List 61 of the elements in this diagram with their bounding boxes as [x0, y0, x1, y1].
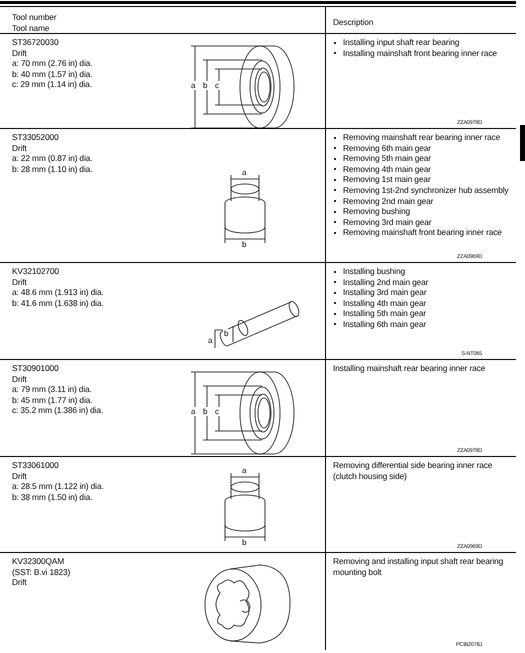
- tool-spec: c: 29 mm (1.14 in) dia.: [12, 79, 93, 90]
- description-item: Removing bushing: [343, 206, 411, 217]
- tool-spec: b: 28 mm (1.10 in) dia.: [12, 164, 94, 174]
- dimension-letter: a: [190, 81, 196, 90]
- tool-spec: Drift: [12, 142, 28, 154]
- tool-spec: Drift: [12, 48, 28, 58]
- dimension-letter: a: [241, 466, 248, 475]
- description-item: Removing 1st main gear: [343, 174, 432, 185]
- dimension-letter: b: [223, 329, 230, 338]
- tool-spec: b: 45 mm (1.77 in) dia.: [12, 394, 94, 406]
- description-text: Installing mainshaft rear bearing inner race: [333, 363, 486, 374]
- description-text: Removing differential side bearing inner race (clutch housing side): [333, 460, 494, 482]
- tool-spec: b: 40 mm (1.57 in) dia.: [12, 68, 94, 80]
- tool-spec: a: 22 mm (0.87 in) dia.: [12, 153, 94, 164]
- tool-number: ST33052000: [12, 132, 60, 143]
- tool-spec: b: 41.6 mm (1.638 in) dia.: [12, 298, 105, 308]
- dimension-letter: b: [202, 81, 208, 90]
- dimension-letter: b: [241, 538, 248, 547]
- description-item: Removing 4th main gear: [343, 164, 432, 174]
- tool-spec: a: 28.5 mm (1.122 in) dia.: [12, 481, 105, 492]
- tool-spec: c: 35.2 mm (1.386 in) dia.: [12, 405, 104, 416]
- tool-number: KV32300QAM: [12, 556, 66, 567]
- tool-spec: a: 79 mm (3.11 in) dia.: [12, 384, 93, 395]
- tool-number: ST30901000: [12, 363, 60, 374]
- tool-spec: Drift: [12, 470, 28, 482]
- description-item: Installing 6th main gear: [343, 318, 427, 330]
- description-item: Installing bushing: [343, 266, 406, 277]
- tool-spec: Drift: [12, 374, 28, 384]
- tool-spec: a: 70 mm (2.76 in) dia.: [12, 58, 94, 69]
- description-text: Removing and installing input shaft rear bearing mounting bolt: [333, 556, 504, 578]
- description-item: Removing 5th main gear: [343, 153, 432, 164]
- dimension-letter: a: [207, 336, 214, 345]
- tool-number: KV32102700: [12, 266, 60, 277]
- tool-number: ST36720030: [12, 37, 60, 48]
- description-item: Removing 3rd main gear: [343, 216, 432, 228]
- column-header: Tool name: [12, 22, 50, 34]
- description-item: Installing input shaft rear bearing: [343, 37, 460, 48]
- description-item: Installing 4th main gear: [343, 298, 427, 308]
- column-header: Description: [333, 17, 374, 28]
- tool-spec: (SST: B.vi 1823): [12, 566, 72, 578]
- description-item: Removing 2nd main gear: [343, 196, 434, 206]
- description-item: Removing 6th main gear: [343, 142, 432, 154]
- tool-spec: a: 48.6 mm (1.913 in) dia.: [12, 287, 105, 298]
- dimension-letter: b: [202, 407, 208, 416]
- description-item: Installing 3rd main gear: [343, 287, 428, 298]
- column-header: Tool number: [12, 12, 58, 23]
- tool-number: ST33061000: [12, 460, 60, 471]
- dimension-letter: a: [190, 407, 196, 416]
- description-item: Installing 2nd main gear: [343, 276, 430, 288]
- description-item: Installing 5th main gear: [343, 308, 427, 319]
- tool-spec: Drift: [12, 276, 28, 288]
- dimension-letter: c: [214, 407, 220, 416]
- dimension-letter: a: [241, 168, 248, 177]
- dimension-letter: c: [214, 81, 220, 90]
- tool-spec: Drift: [12, 577, 28, 588]
- tool-spec: b: 38 mm (1.50 in) dia.: [12, 492, 94, 502]
- description-item: Removing mainshaft rear bearing inner race: [343, 132, 502, 143]
- description-item: Removing mainshaft front bearing inner race: [343, 227, 503, 238]
- description-item: Removing 1st-2nd synchronizer hub assembly: [343, 184, 510, 196]
- description-item: Installing mainshaft front bearing inner race: [343, 48, 498, 58]
- dimension-letter: b: [241, 240, 248, 249]
